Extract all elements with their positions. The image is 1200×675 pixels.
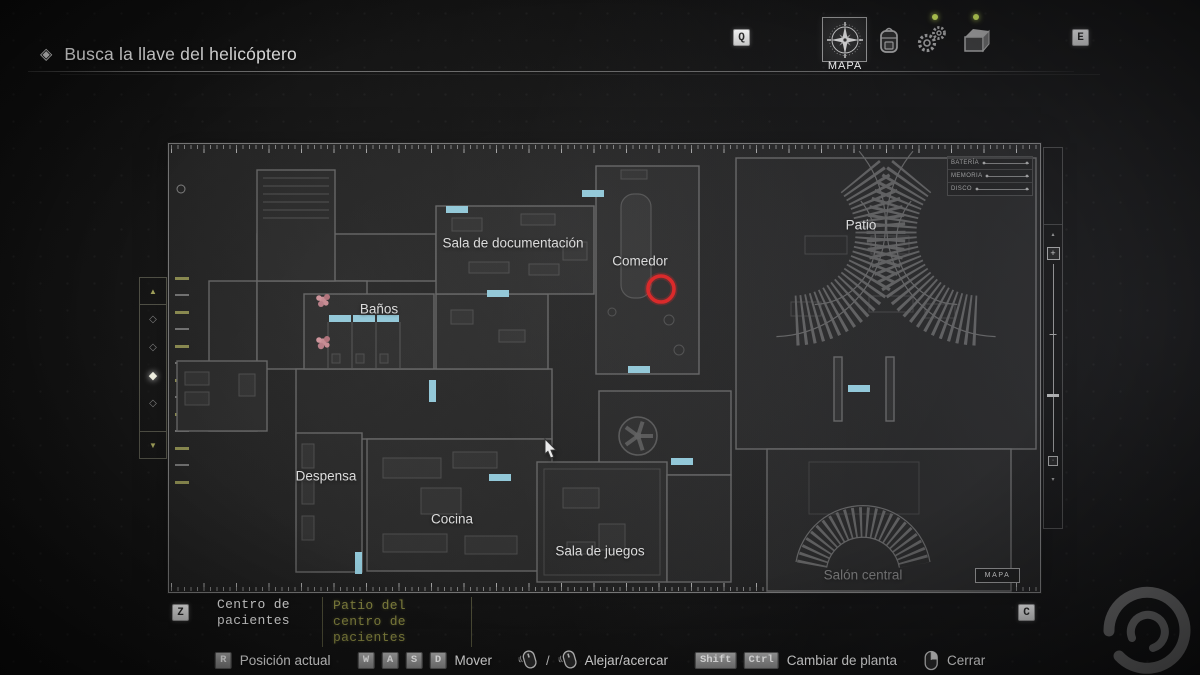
control-move: W A S D Mover: [357, 651, 493, 669]
notification-dot: [932, 14, 938, 20]
mouse-scroll-down-icon: [558, 650, 577, 669]
key-hint-z: Z: [172, 604, 189, 621]
legend-row: BATERÍA: [948, 157, 1032, 170]
item-box-icon[interactable]: [958, 24, 994, 56]
area-tab-centro-pacientes[interactable]: Centro de pacientes: [217, 597, 290, 628]
zoom-slider[interactable]: ▴ + · ▾: [1043, 147, 1063, 529]
compass-icon: [826, 21, 863, 58]
slider-tick-down[interactable]: ▾: [1051, 476, 1055, 483]
objective-diamond-icon: ◈: [40, 45, 53, 63]
key-hint-q: Q: [733, 29, 750, 46]
legend-row: MEMORIA: [948, 170, 1032, 183]
key-w: W: [357, 651, 375, 669]
notification-dot: [973, 14, 979, 20]
mouse-scroll-up-icon: [519, 650, 537, 669]
legend-row: DISCO: [948, 183, 1032, 195]
objective-banner: ◈ Busca la llave del helicóptero: [40, 44, 297, 65]
control-zoom: / Alejar/acercar: [519, 649, 668, 671]
separator: /: [546, 652, 550, 668]
key-hint-c: C: [1018, 604, 1035, 621]
inventory-backpack-icon[interactable]: [876, 22, 902, 56]
map-panel[interactable]: Sala de documentación Comedor Baños Desp…: [168, 143, 1041, 593]
key-hint-e: E: [1072, 29, 1089, 46]
map-marker-dot: [176, 184, 186, 194]
header-divider: [28, 71, 1074, 72]
map-legend: BATERÍA MEMORIA DISCO: [947, 156, 1033, 196]
control-close: Cerrar: [924, 650, 985, 671]
key-s: S: [405, 651, 423, 669]
key-shift: Shift: [694, 651, 737, 669]
floorplan: [176, 150, 1037, 592]
zoom-in-button[interactable]: +: [1046, 247, 1060, 260]
control-change-floor: Shift Ctrl Cambiar de planta: [694, 651, 898, 669]
control-label: Posición actual: [239, 652, 331, 668]
slider-tick-up[interactable]: ▴: [1051, 231, 1055, 238]
objective-title: Busca la llave del helicóptero: [64, 44, 297, 64]
floor-item-active[interactable]: ◆: [148, 369, 158, 382]
zoom-track-midtick: [1049, 334, 1057, 335]
floor-item[interactable]: ◇: [149, 397, 157, 409]
floor-down-arrow[interactable]: ▼: [140, 431, 166, 458]
control-current-position: R Posición actual: [214, 651, 331, 669]
zoom-handle[interactable]: [1047, 394, 1059, 397]
key-r: R: [214, 651, 232, 669]
tab-map[interactable]: [822, 17, 867, 62]
control-label: Mover: [454, 652, 493, 668]
floor-item[interactable]: ◇: [149, 341, 157, 353]
key-d: D: [429, 651, 447, 669]
floor-up-arrow[interactable]: ▲: [140, 278, 166, 305]
key-a: A: [381, 651, 399, 669]
area-tab-patio-centro[interactable]: Patio del centro de pacientes: [322, 597, 472, 647]
mouse-right-click-icon: [924, 650, 939, 670]
slider-spacer: [1044, 148, 1062, 225]
key-ctrl: Ctrl: [743, 651, 779, 669]
header-divider-faint: [60, 74, 1100, 75]
tab-map-label: MAPA: [827, 60, 863, 72]
controls-bar: R Posición actual W A S D Mover /: [214, 649, 985, 671]
zoom-out-button[interactable]: ·: [1048, 456, 1058, 466]
control-label: Cambiar de planta: [786, 652, 898, 668]
control-label: Cerrar: [947, 652, 986, 668]
crafting-gears-icon[interactable]: [915, 22, 949, 56]
floor-selector: ▲ ◇ ◇ ◆ ◇ ▼: [139, 277, 167, 459]
control-label: Alejar/acercar: [584, 652, 668, 668]
floor-item[interactable]: ◇: [149, 313, 157, 325]
brand-swirl-logo: [1103, 586, 1191, 674]
mini-map-button[interactable]: MAPA: [975, 568, 1020, 583]
ceiling-fan-icon: [618, 416, 658, 456]
zoom-track[interactable]: [1044, 264, 1062, 452]
mouse-cursor: [544, 438, 558, 459]
